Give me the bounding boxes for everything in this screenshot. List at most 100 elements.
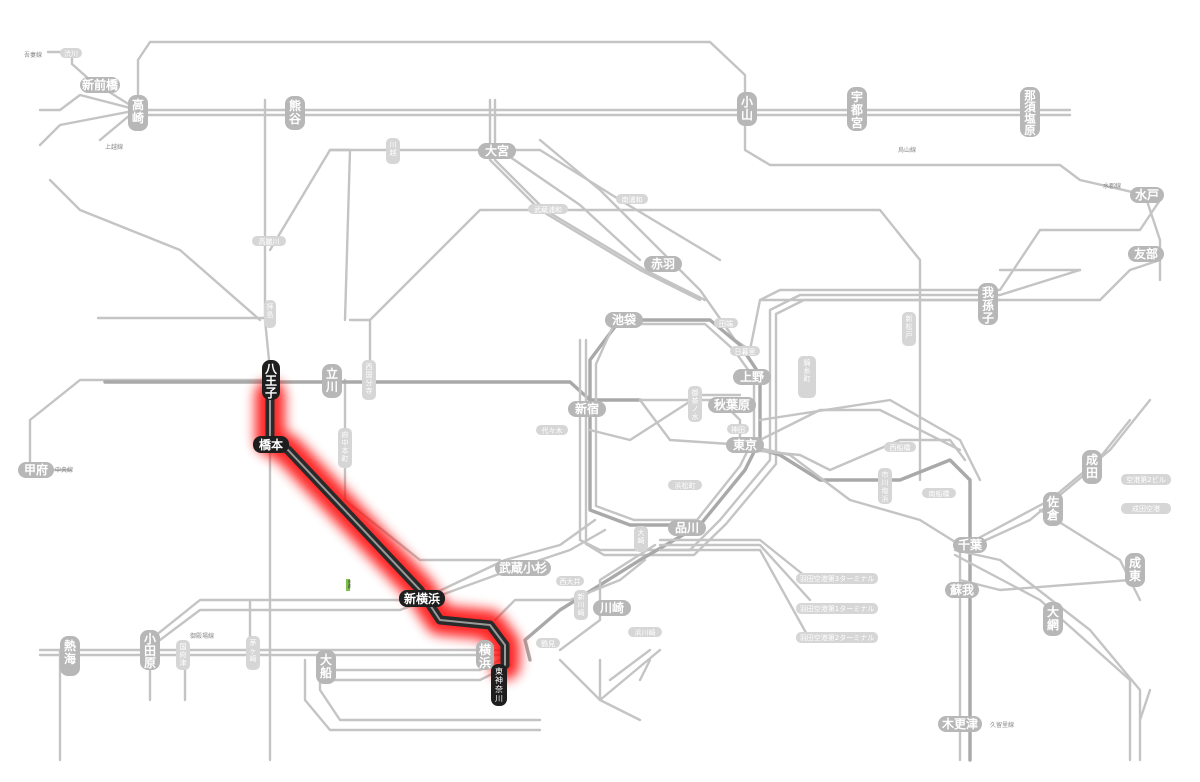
label-osaki: 大崎 (634, 526, 648, 552)
station-oami[interactable]: 大網 (1043, 602, 1063, 636)
svg-text:成田: 成田 (1086, 452, 1098, 480)
svg-text:渋川: 渋川 (64, 49, 78, 58)
svg-text:錦糸町: 錦糸町 (804, 358, 811, 383)
svg-text:川崎: 川崎 (599, 600, 624, 615)
svg-text:立川: 立川 (325, 366, 338, 394)
svg-text:八王子: 八王子 (264, 362, 278, 400)
svg-text:友部: 友部 (1133, 246, 1158, 261)
label-hamakawasaki: 浜川崎 (628, 627, 662, 637)
station-shinagawa[interactable]: 品川 (668, 520, 706, 536)
station-naruto[interactable]: 成東 (1125, 553, 1145, 587)
svg-text:新宿: 新宿 (575, 401, 599, 416)
label-shinmatsudo: 新松戸 (902, 312, 916, 346)
station-tomobe[interactable]: 友部 (1128, 246, 1164, 262)
svg-text:水戸: 水戸 (1135, 187, 1159, 202)
station-odawara[interactable]: 小田原 (140, 630, 160, 670)
svg-text:秋葉原: 秋葉原 (714, 397, 750, 412)
svg-text:木更津: 木更津 (941, 716, 978, 731)
svg-text:成田空港: 成田空港 (1132, 504, 1160, 513)
line-legend: 横浜線 (346, 579, 351, 591)
svg-text:浜松町: 浜松町 (675, 481, 696, 490)
station-akihabara[interactable]: 秋葉原 (708, 397, 756, 413)
svg-text:拝島: 拝島 (267, 302, 274, 319)
svg-text:武蔵浦和: 武蔵浦和 (534, 205, 562, 214)
label-tabata: 田端 (714, 318, 738, 328)
svg-text:小山: 小山 (741, 94, 753, 122)
svg-text:池袋: 池袋 (612, 312, 637, 327)
svg-text:浜川崎: 浜川崎 (635, 628, 656, 637)
svg-text:鶴見: 鶴見 (541, 639, 555, 648)
svg-text:空港第2ビル: 空港第2ビル (1126, 475, 1165, 484)
station-shinmaebashi[interactable]: 新前橋 (80, 77, 120, 93)
route-station-shinyokohama[interactable]: 新横浜 (399, 590, 445, 607)
station-sakura[interactable]: 佐倉 (1043, 492, 1063, 526)
station-tokyo[interactable]: 東京 (726, 437, 764, 453)
station-utsunomiya[interactable]: 宇都宮 (847, 87, 867, 131)
station-atami[interactable]: 熱海 (60, 636, 80, 676)
station-abiko[interactable]: 我孫子 (978, 283, 998, 325)
route-station-hachioji[interactable]: 八王子 (262, 360, 280, 400)
station-kawasaki[interactable]: 川崎 (593, 600, 631, 616)
label-kokubunji: 西国分寺 (362, 360, 376, 400)
label-naritaairport: 成田空港 (1121, 503, 1171, 514)
svg-text:南船橋: 南船橋 (929, 489, 950, 498)
svg-text:我孫子: 我孫子 (982, 285, 994, 325)
label-haneda2: 羽田空港第2ターミナル (796, 632, 878, 643)
label-nishifunabashi: 西船橋 (884, 442, 916, 452)
svg-text:橋本: 橋本 (259, 437, 283, 452)
label-haneda1: 羽田空港第1ターミナル (796, 603, 878, 614)
station-akabane[interactable]: 赤羽 (644, 256, 682, 272)
svg-text:南浦和: 南浦和 (622, 195, 643, 204)
station-tachikawa[interactable]: 立川 (322, 364, 342, 398)
station-shinjuku[interactable]: 新宿 (568, 401, 606, 417)
svg-text:水郡線: 水郡線 (1103, 182, 1121, 190)
svg-text:新松戸: 新松戸 (906, 314, 913, 339)
svg-text:西大井: 西大井 (560, 577, 581, 586)
svg-text:新前橋: 新前橋 (82, 77, 119, 92)
svg-text:熱海: 熱海 (64, 638, 76, 666)
major-stations: 新宿 池袋 品川 東京 上野 秋葉原 大宮 赤羽 (18, 77, 1164, 732)
svg-text:上野: 上野 (740, 369, 764, 384)
svg-text:東京: 東京 (733, 437, 757, 452)
svg-text:烏山線: 烏山線 (898, 146, 916, 154)
station-nasushiobara[interactable]: 那須塩原 (1020, 87, 1040, 137)
svg-text:川越: 川越 (390, 141, 397, 157)
label-narita2: 空港第2ビル (1121, 474, 1171, 485)
legend-color-swatch (346, 579, 350, 591)
station-mito[interactable]: 水戸 (1130, 187, 1164, 203)
svg-text:羽田空港第1ターミナル: 羽田空港第1ターミナル (800, 604, 874, 613)
label-kozu: 国府津 (176, 640, 190, 670)
svg-text:武蔵小杉: 武蔵小杉 (499, 560, 547, 575)
label-musashiurawa: 武蔵浦和 (528, 204, 568, 214)
svg-text:蘇我: 蘇我 (949, 582, 974, 597)
svg-text:久留里線: 久留里線 (990, 721, 1014, 729)
station-soga[interactable]: 蘇我 (945, 582, 979, 598)
station-musashikosugi[interactable]: 武蔵小杉 (495, 560, 551, 576)
station-oyama[interactable]: 小山 (737, 92, 757, 126)
station-chiba[interactable]: 千葉 (953, 537, 987, 553)
station-kisarazu[interactable]: 木更津 (938, 716, 982, 732)
svg-text:新横浜: 新横浜 (404, 591, 440, 606)
legend-line-name: 横浜線 (348, 580, 351, 589)
route-station-hashimoto[interactable]: 橋本 (253, 436, 289, 453)
station-ikebukuro[interactable]: 池袋 (605, 312, 643, 328)
svg-text:高崎: 高崎 (132, 97, 144, 125)
station-kofu[interactable]: 甲府 (18, 462, 54, 478)
svg-text:上越線: 上越線 (105, 143, 123, 151)
svg-text:東神奈川: 東神奈川 (495, 666, 503, 703)
label-kinshicho: 錦糸町 (798, 356, 816, 398)
station-ofuna[interactable]: 大船 (316, 650, 336, 684)
station-ueno[interactable]: 上野 (733, 369, 771, 385)
svg-text:羽田空港第3ターミナル: 羽田空港第3ターミナル (800, 574, 874, 583)
station-narita[interactable]: 成田 (1082, 450, 1102, 484)
label-kanda: 神田 (727, 424, 749, 434)
station-kumagaya[interactable]: 熊谷 (285, 96, 305, 130)
station-omiya[interactable]: 大宮 (478, 143, 516, 159)
station-yokohama[interactable]: 横浜 (476, 640, 494, 670)
svg-text:府中本町: 府中本町 (342, 430, 349, 463)
route-station-higashikanagawa[interactable]: 東神奈川 (491, 664, 507, 706)
svg-text:田端: 田端 (719, 319, 733, 328)
label-shinkawasaki: 新川崎 (574, 590, 588, 620)
station-takasaki[interactable]: 高崎 (128, 95, 148, 131)
